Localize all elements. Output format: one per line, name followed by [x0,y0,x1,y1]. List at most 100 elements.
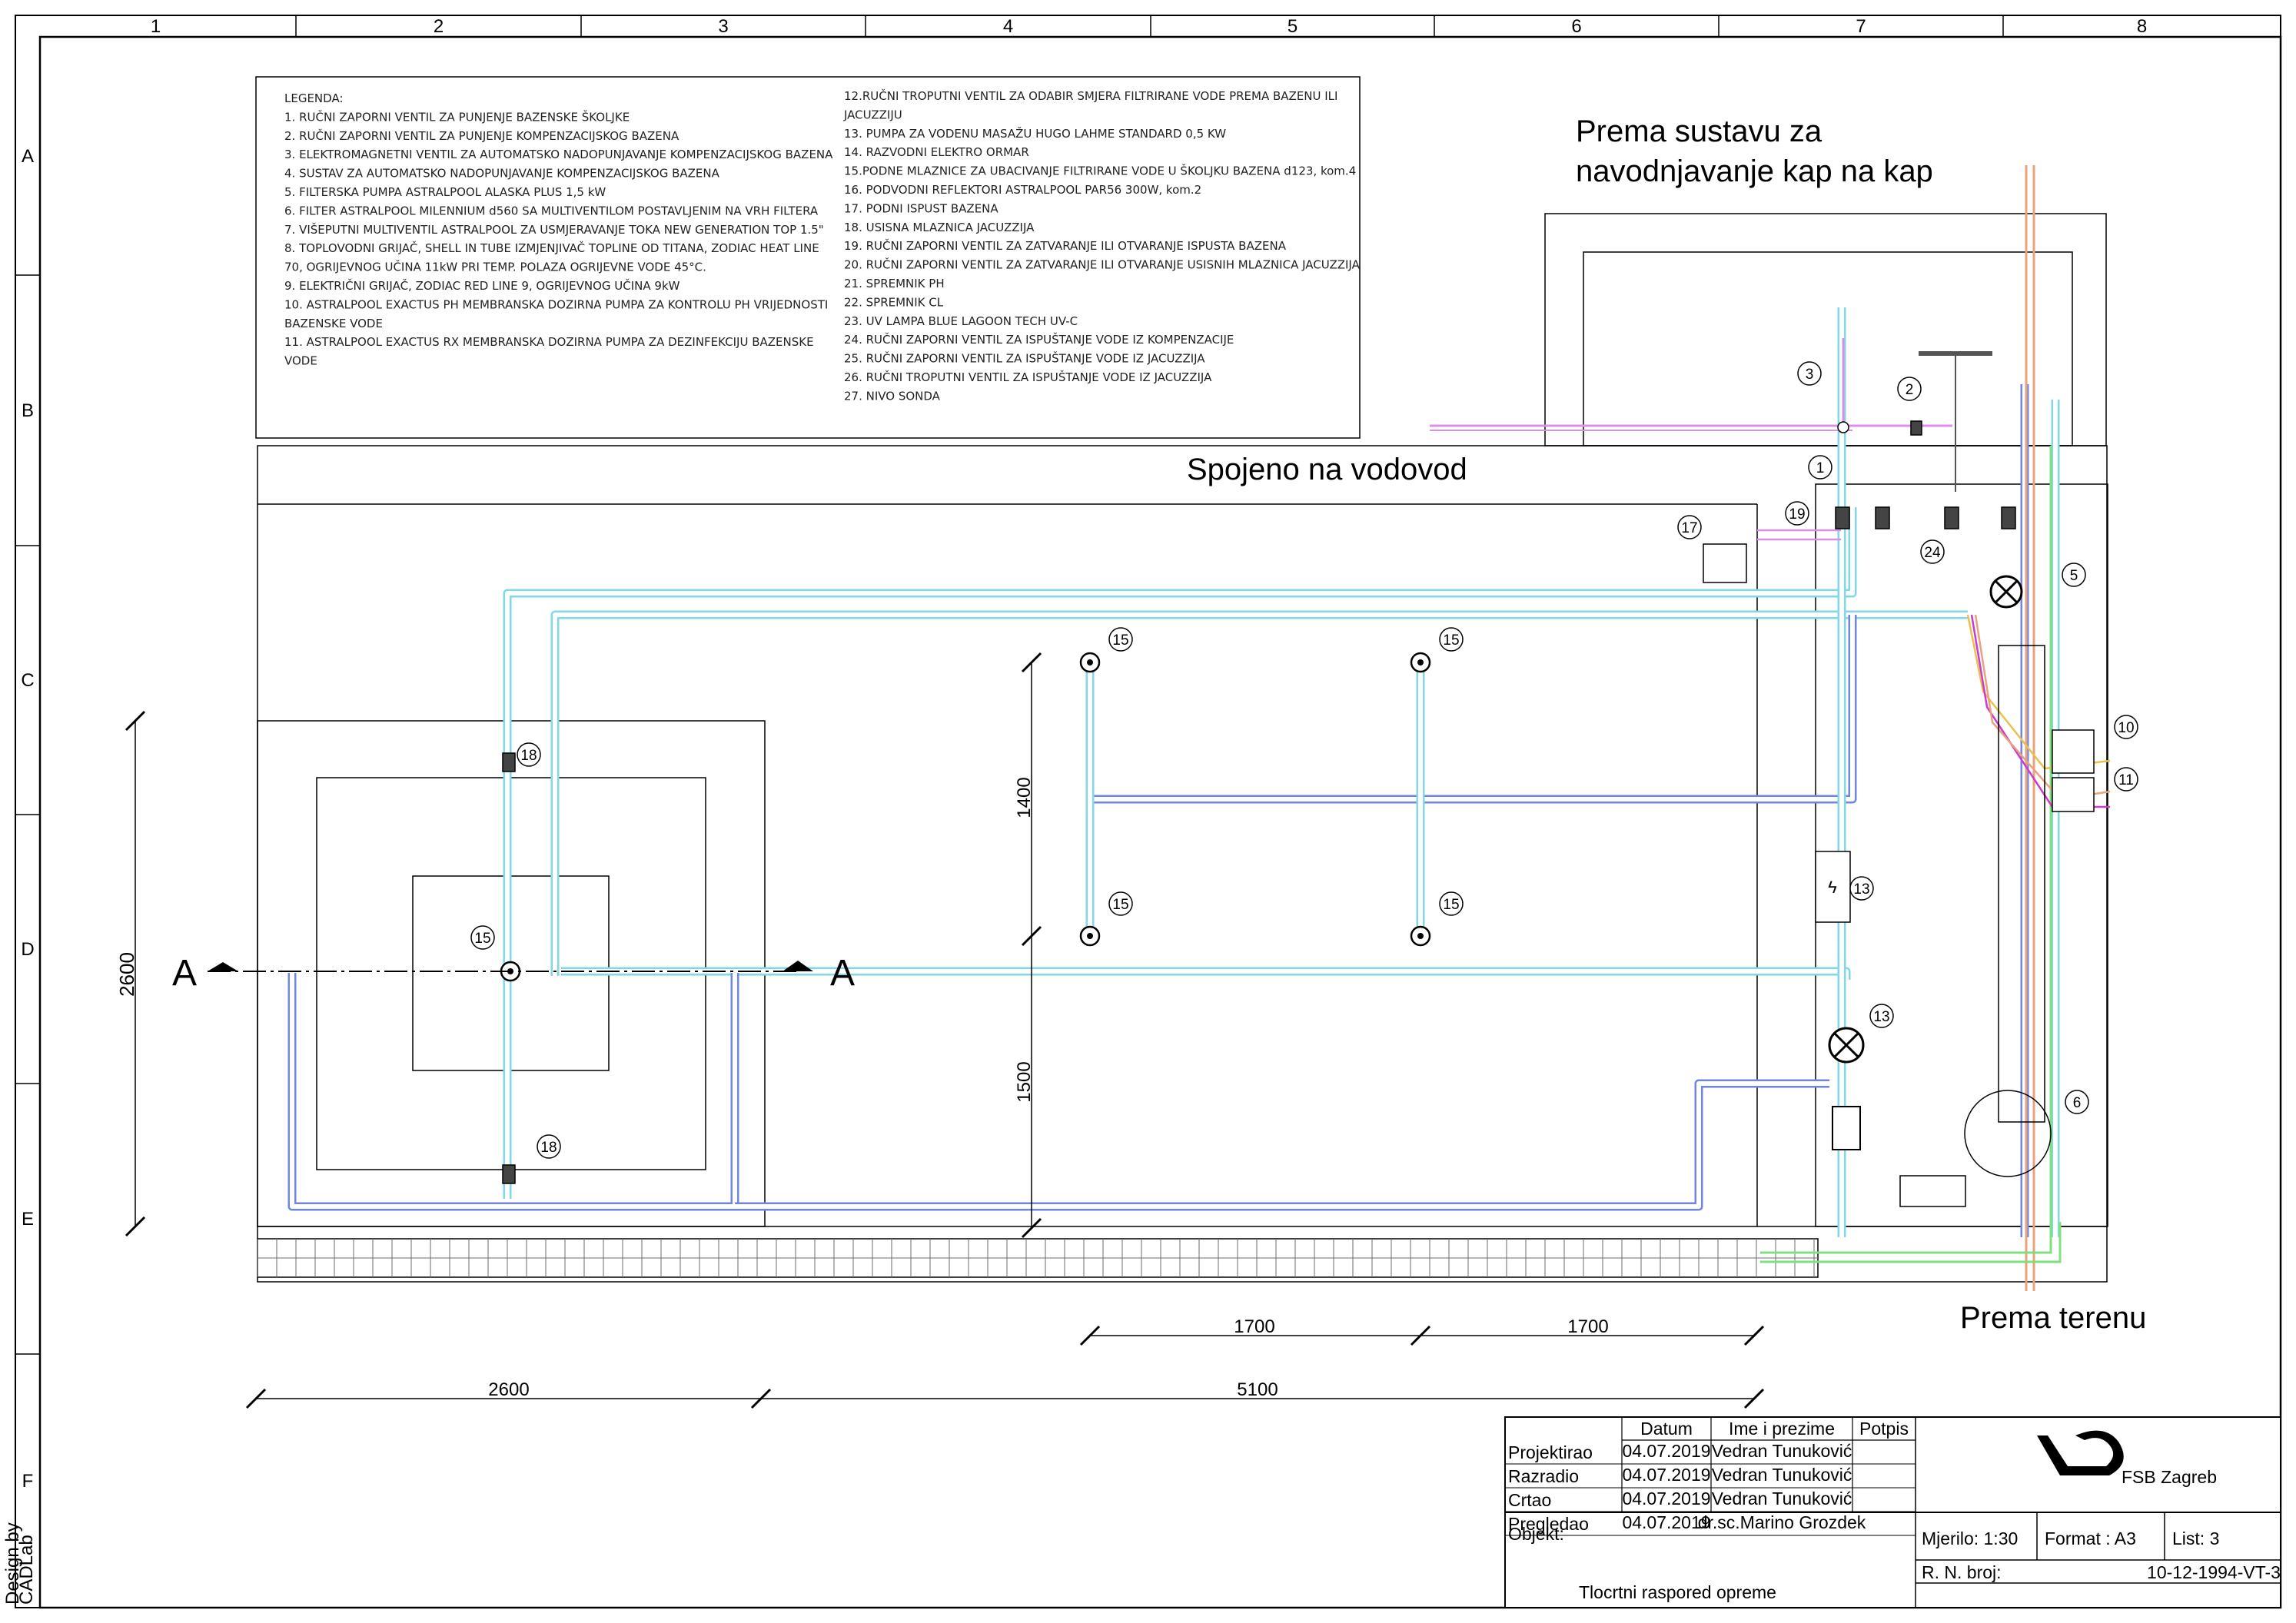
dimension-tick [1021,652,1042,673]
dim-label-1400: 1400 [1014,777,1035,818]
tb-header-name: Ime i prezime [1729,1419,1835,1439]
tb-object-title: Tlocrtni raspored opreme [1579,1582,1776,1602]
legend-right-item: 12.RUČNI TROPUTNI VENTIL ZA ODABIR SMJER… [844,88,1337,103]
callout-number: 13 [1873,1009,1889,1025]
callout-bubble [517,742,541,767]
legend-left-item: 11. ASTRALPOOL EXACTUS RX MEMBRANSKA DOZ… [284,335,814,349]
pipe-blue-floor-jets-feed [1092,615,1857,804]
grid-column-label: 8 [2137,16,2147,37]
legend-left-item: BAZENSKE VODE [284,317,383,330]
fill-valve-icon [1910,420,1922,436]
legend-right-item: 21. SPREMNIK PH [844,277,945,290]
legend-left-item: VODE [284,354,317,368]
solenoid-valve-icon [1837,421,1849,433]
legend-left-item: 9. ELEKTRIČNI GRIJAČ, ZODIAC RED LINE 9,… [284,278,680,293]
callout-number: 18 [520,748,537,764]
legend-right-item: 24. RUČNI ZAPORNI VENTIL ZA ISPUŠTANJE V… [844,332,1234,347]
dim-label-1700-b: 1700 [1567,1316,1608,1337]
legend-left-item: 6. FILTER ASTRALPOOL MILENNIUM d560 SA M… [284,204,819,217]
pipe-cyan-return-top [503,507,1857,1199]
callout-bubble [1808,455,1832,480]
callout-number: 15 [474,931,490,947]
callout-number: 19 [1789,506,1805,523]
legend-right-item: 26. RUČNI TROPUTNI VENTIL ZA ISPUŠTANJE … [844,370,1212,384]
legend-right-item: 13. PUMPA ZA VODENU MASAŽU HUGO LAHME ST… [844,126,1226,141]
legend-right-item: 20. RUČNI ZAPORNI VENTIL ZA ZATVARANJE I… [844,257,1361,272]
callout-number: 10 [2118,720,2134,736]
callout-number: 6 [2073,1095,2082,1111]
callout-bubble [1439,891,1464,916]
legend-right-item: JACUZZIJU [843,108,902,121]
dimension-tick [1021,925,1042,947]
grid-row-label: F [22,1471,34,1492]
tb-date: 04.07.2019 [1622,1441,1710,1461]
pipe-cyan-supply-top [550,610,1968,976]
tb-role: Pregledao [1508,1514,1589,1534]
tb-name: Vedran Tunuković [1712,1489,1852,1508]
callout-bubble [2062,563,2086,587]
callout-bubble [1869,1004,1894,1028]
label-water-supply: Spojeno na vodovod [1187,453,1467,486]
grid-column-label: 3 [718,16,728,37]
grid-row-label: B [22,400,34,421]
callout-bubble [1439,627,1464,652]
callout-number: 15 [1443,632,1459,649]
architecture [257,213,2108,1283]
grid-column-label: 7 [1856,16,1866,37]
tb-role: Razradio [1508,1466,1579,1486]
callout-number: 18 [540,1140,557,1156]
legend-left-item: 5. FILTERSKA PUMPA ASTRALPOOL ALASKA PLU… [284,185,606,199]
tb-role: Crtao [1508,1490,1551,1510]
label-irrigation-2: navodnjavanje kap na kap [1576,154,1933,188]
tb-name: Vedran Tunuković [1712,1465,1852,1485]
dim-label-1500: 1500 [1014,1061,1035,1102]
callout-number: 2 [1906,382,1914,398]
suction-jet-icon [502,1164,516,1184]
legend-right-item: 22. SPREMNIK CL [844,295,944,309]
massage-pump-motor [1832,1106,1861,1150]
tb-name: Vedran Tunuković [1712,1441,1852,1461]
tb-object-label: Objekt: [1508,1524,1564,1544]
legend-box: LEGENDA:1. RUČNI ZAPORNI VENTIL ZA PUNJE… [255,76,1361,439]
legend-left-item: 2. RUČNI ZAPORNI VENTIL ZA PUNJENJE KOMP… [284,128,679,143]
section-arrow-left [208,962,238,971]
callout-number: 3 [1806,367,1814,383]
callout-bubble [2065,1090,2089,1114]
rx-dosing-pump [2052,777,2095,812]
compensation-tank-inner [1583,251,2073,446]
callout-bubble [1797,361,1822,386]
legend-left-item: 3. ELEKTROMAGNETNI VENTIL ZA AUTOMATSKO … [284,148,833,161]
sand-filter [1964,1090,2052,1177]
valve-24-icon [1944,506,1959,529]
callout-bubble [470,925,495,950]
equipment: ϟ [500,351,2095,1207]
legend-right-item: 18. USISNA MLAZNICA JACUZZIJA [844,221,1035,234]
legend-right-item: 16. PODVODNI REFLEKTORI ASTRALPOOL PAR56… [844,183,1201,197]
legend-right-item: 14. RAZVODNI ELEKTRO ORMAR [844,145,1029,159]
tb-date: 04.07.2019 [1622,1465,1710,1485]
tb-reg-number: 10-12-1994-VT-3 [2147,1562,2281,1582]
tb-reg-label: R. N. broj: [1922,1562,2002,1582]
pipe-green-out [1760,1230,2052,1254]
tile-strip [257,1238,1819,1278]
callout-number: 15 [1112,897,1128,913]
design-credit-line1: Design by [2,1522,23,1605]
lightning-icon: ϟ [1828,878,1837,897]
legend-right-item: 15.PODNE MLAZNICE ZA UBACIVANJE FILTRIRA… [844,164,1356,178]
section-arrow-right [783,961,813,971]
dimension-tick [245,1388,267,1409]
callout-number: 15 [1112,632,1128,649]
legend-left-item: 10. ASTRALPOOL EXACTUS PH MEMBRANSKA DOZ… [284,297,828,311]
valve-icon [1875,506,1890,529]
grid-row-label: A [22,146,34,167]
design-credit-line2: CADLab [16,1535,37,1605]
legend-right-item: 19. RUČNI ZAPORNI VENTIL ZA ZATVARANJE I… [844,238,1287,253]
callout-number: 11 [2118,772,2134,788]
callout-number: 15 [1443,897,1459,913]
tb-date: 04.07.2019 [1622,1512,1710,1532]
grid-row-label: E [22,1209,34,1230]
